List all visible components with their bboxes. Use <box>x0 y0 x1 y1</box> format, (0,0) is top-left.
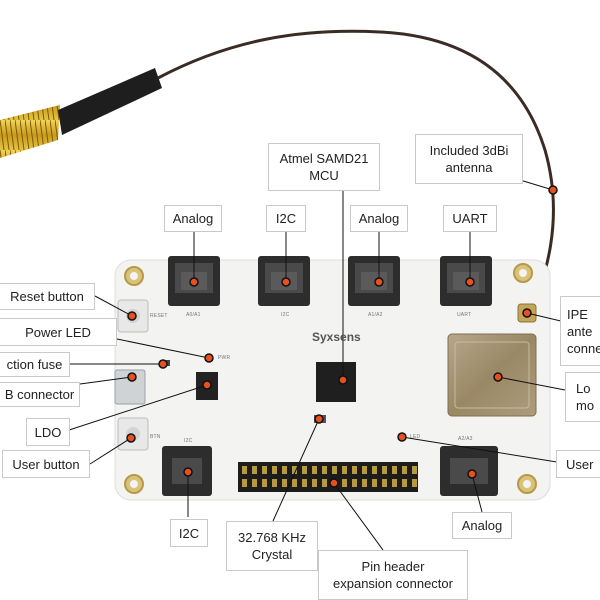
connector-a1a2 <box>348 256 400 306</box>
marker-uart <box>465 277 475 287</box>
header-pin <box>292 466 297 474</box>
header-pin <box>282 466 287 474</box>
antenna-spring <box>0 105 60 158</box>
marker-pin-header <box>329 478 339 488</box>
top-connectors <box>168 256 492 306</box>
silk-btn: BTN <box>150 434 161 440</box>
header-pin <box>362 466 367 474</box>
silk-i2c: I2C <box>281 312 290 318</box>
header-pin <box>412 466 417 474</box>
header-pin <box>352 466 357 474</box>
label-fuse: ction fuse <box>0 352 70 377</box>
header-pin <box>392 466 397 474</box>
header-pin <box>342 466 347 474</box>
silk-reset: RESET <box>150 313 168 319</box>
label-analog-2: Analog <box>350 205 408 232</box>
header-pin <box>272 479 277 487</box>
marker-analog1 <box>189 277 199 287</box>
label-ldo: LDO <box>26 418 70 446</box>
header-pin <box>382 479 387 487</box>
header-pin <box>382 466 387 474</box>
header-pin <box>262 466 267 474</box>
marker-reset <box>127 311 137 321</box>
silk-a2a3: A2/A3 <box>458 436 473 442</box>
header-pin <box>352 479 357 487</box>
label-user-button: User button <box>2 450 90 478</box>
leader-lines <box>62 179 566 551</box>
label-i2c-top: I2C <box>266 205 306 232</box>
antenna <box>0 29 555 311</box>
marker-lora <box>493 372 503 382</box>
header-pin <box>322 479 327 487</box>
header-pin <box>242 466 247 474</box>
mcu-part <box>316 362 356 402</box>
header-pin <box>252 466 257 474</box>
antenna-cable <box>157 29 555 311</box>
marker-antenna <box>548 185 558 195</box>
marker-fuse <box>158 359 168 369</box>
label-antenna: Included 3dBi antenna <box>415 134 523 184</box>
header-pin <box>302 466 307 474</box>
header-pin <box>312 479 317 487</box>
marker-analog-bottom <box>467 469 477 479</box>
header-pin <box>262 479 267 487</box>
silk-uart: UART <box>457 312 472 318</box>
marker-usb <box>127 372 137 382</box>
marker-power-led <box>204 353 214 363</box>
lora-module-part <box>447 333 537 417</box>
label-analog-1: Analog <box>164 205 222 232</box>
header-pin <box>292 479 297 487</box>
marker-ldo <box>202 380 212 390</box>
marker-crystal <box>314 414 324 424</box>
silk-a1a2: A1/A2 <box>368 312 383 318</box>
marker-i2c-bottom <box>183 467 193 477</box>
marker-user-button <box>126 433 136 443</box>
header-pin <box>302 479 307 487</box>
antenna-sleeve <box>58 68 162 135</box>
header-pin <box>392 479 397 487</box>
marker-i2c-top <box>281 277 291 287</box>
label-user-led: User <box>556 450 600 478</box>
header-pin <box>372 479 377 487</box>
header-pin <box>342 479 347 487</box>
marker-user-led <box>397 432 407 442</box>
label-uart: UART <box>443 205 497 232</box>
marker-mcu <box>338 375 348 385</box>
label-i2c-bottom: I2C <box>170 519 208 547</box>
header-pin <box>252 479 257 487</box>
label-reset-button: Reset button <box>0 283 95 310</box>
label-analog-bottom: Analog <box>452 512 512 539</box>
label-power-led: Power LED <box>0 318 117 346</box>
marker-analog2 <box>374 277 384 287</box>
header-pin <box>402 466 407 474</box>
header-pin <box>402 479 407 487</box>
markers <box>126 185 558 488</box>
label-usb-connector: B connector <box>0 382 80 407</box>
pin-header-body <box>238 462 418 492</box>
silk-pwr: PWR <box>218 355 231 361</box>
header-pin <box>372 466 377 474</box>
connector-uart <box>440 256 492 306</box>
header-pin <box>272 466 277 474</box>
silk-i2c-bottom: I2C <box>184 438 193 444</box>
header-pin <box>332 466 337 474</box>
header-pin <box>242 479 247 487</box>
header-pin <box>322 466 327 474</box>
header-pin <box>412 479 417 487</box>
silk-a0a1: A0/A1 <box>186 312 201 318</box>
silk-led: LED <box>410 434 421 440</box>
brand-logo: Syxsens <box>312 330 361 344</box>
header-pin <box>282 479 287 487</box>
marker-ipex <box>522 308 532 318</box>
header-pin <box>362 479 367 487</box>
pin-header <box>238 462 418 492</box>
header-pin <box>312 466 317 474</box>
